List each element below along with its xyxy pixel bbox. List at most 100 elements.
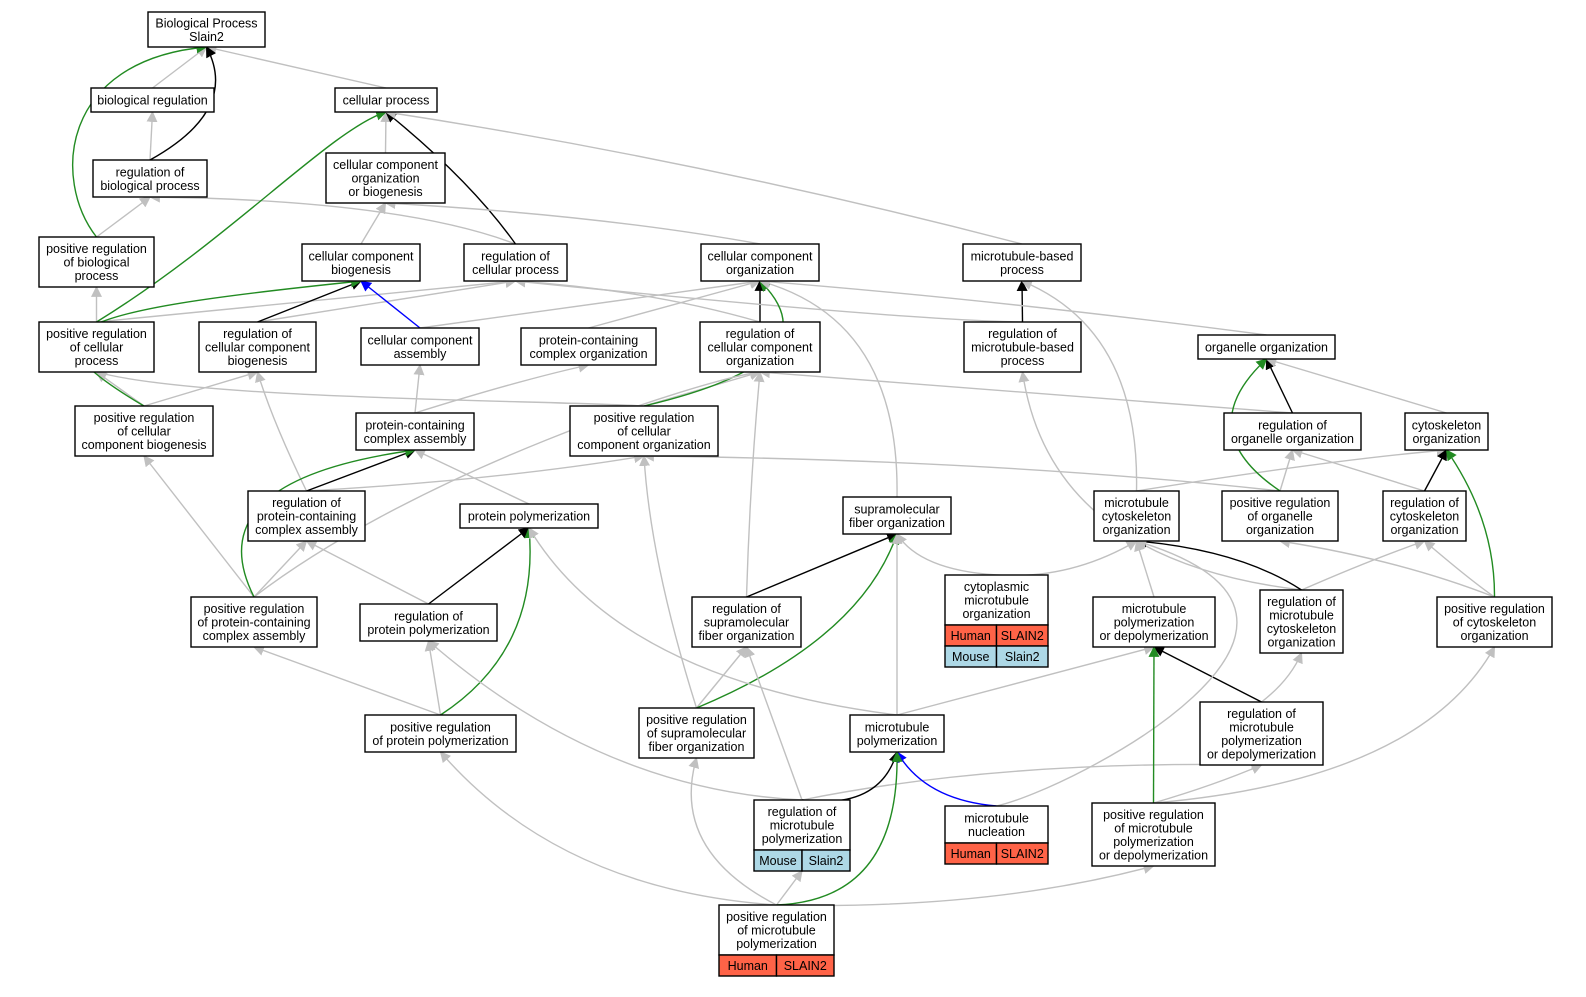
term-box <box>1259 589 1344 654</box>
term-label-line: cellular component <box>368 333 473 347</box>
edge-mt_nuc-to-mt_poly <box>896 751 997 807</box>
term-label-line: protein-containing <box>257 510 356 524</box>
edge-pos_mtp-to-pos_pp <box>439 751 777 906</box>
edge-cyto_mt-to-mtco <box>996 540 1138 577</box>
species-label: Human <box>951 847 991 861</box>
edge-pos_cyto-to-cyto_org <box>1445 449 1496 598</box>
edge-reg_oo-to-reg_cco <box>758 367 1293 414</box>
term-label-line: microtubule <box>770 819 835 833</box>
term-label-line: cellular component <box>205 341 310 355</box>
term-node-cell_proc[interactable]: cellular process <box>334 87 438 113</box>
term-node-reg_mtp[interactable]: regulation ofmicrotubulepolymerizationMo… <box>753 799 851 872</box>
edge-pos_mtp-to-pos_smfo <box>688 756 777 906</box>
term-label-line: regulation of <box>726 327 795 341</box>
edge-pcco-to-cco <box>588 278 762 329</box>
term-label-line: cytoskeleton <box>1412 418 1482 432</box>
edge-reg_bio-to-bio_reg <box>146 110 158 161</box>
edge-reg_ccb-to-ccb <box>257 279 363 323</box>
term-node-prot_poly[interactable]: protein polymerization <box>459 503 599 529</box>
term-label-line: cytoskeleton <box>1390 510 1460 524</box>
edge-ccb-to-ccob <box>360 202 387 245</box>
term-label-line: positive regulation <box>390 720 491 734</box>
term-label-line: Biological Process <box>155 16 257 30</box>
species-label: Human <box>951 629 991 643</box>
term-box <box>190 596 318 648</box>
term-label-line: regulation of <box>272 496 341 510</box>
edge-mtpd-to-mtco <box>1134 539 1155 598</box>
term-node-bio_reg[interactable]: biological regulation <box>90 87 215 113</box>
term-label-line: polymerization <box>1114 616 1195 630</box>
term-box <box>1092 596 1216 648</box>
term-label-line: regulation of <box>712 602 781 616</box>
species-label: Human <box>728 959 768 973</box>
term-label-line: complex assembly <box>203 629 307 643</box>
edge-pcca-to-pcco <box>414 361 590 414</box>
edge-pos_smfo-to-pos_cco <box>639 454 698 709</box>
gene-cell <box>995 645 1049 668</box>
species-label: Mouse <box>759 854 797 868</box>
edge-cca-to-cco <box>419 276 762 329</box>
edge-pos_cell-to-cell_proc <box>96 109 388 323</box>
term-box <box>359 603 498 642</box>
term-label-line: protein-containing <box>365 418 464 432</box>
edge-reg_cyto-to-cyto_org <box>1423 449 1448 492</box>
term-node-org_org[interactable]: organelle organization <box>1197 334 1336 360</box>
term-label-line: complex organization <box>529 347 647 361</box>
edge-pos_mtpd-to-reg_mtpd <box>1153 763 1263 804</box>
term-node-reg_mtpd[interactable]: regulation ofmicrotubulepolymerizationor… <box>1199 701 1324 766</box>
term-label-line: protein polymerization <box>367 623 489 637</box>
term-box <box>463 243 568 282</box>
term-label-line: fiber organization <box>849 516 945 530</box>
edge-bio_reg-to-bp <box>152 46 208 89</box>
edge-ccob-to-cell_proc <box>380 110 392 154</box>
term-label-line: positive regulation <box>594 411 695 425</box>
edge-cell_proc-to-bp <box>205 43 387 89</box>
term-label-line: regulation of <box>768 805 837 819</box>
edge-reg_cyto-to-reg_oo <box>1291 447 1425 492</box>
edge-cca-to-ccb <box>360 280 421 329</box>
gene-label: SLAIN2 <box>1001 847 1044 861</box>
term-label-line: organization <box>1460 629 1528 643</box>
species-label: Mouse <box>952 650 990 664</box>
term-node-reg_mtco[interactable]: regulation ofmicrotubulecytoskeletonorga… <box>1259 589 1344 654</box>
edge-reg_mtco-to-reg_cyto <box>1301 539 1426 591</box>
